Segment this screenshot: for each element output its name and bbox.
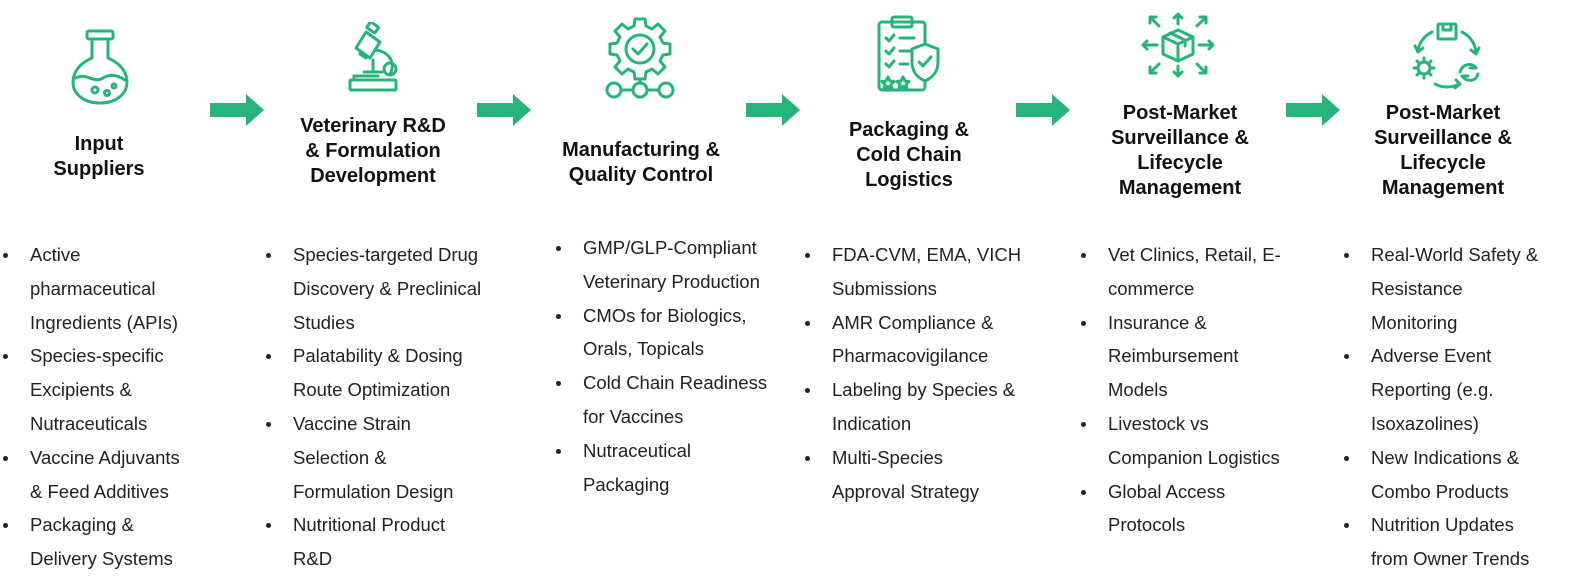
list-item: Packaging &Delivery Systems <box>0 508 240 576</box>
microscope-icon <box>346 22 402 94</box>
gear-check-icon <box>602 16 678 100</box>
list-item: AMR Compliance &Pharmacovigilance <box>802 306 1052 374</box>
list-item: New Indications &Combo Products <box>1341 441 1569 509</box>
flow-arrow-icon <box>1016 94 1070 126</box>
list-item: Labeling by Species &Indication <box>802 373 1052 441</box>
flow-arrow-icon <box>1286 94 1340 126</box>
stage-title: Post-Market Surveillance & Lifecycle Man… <box>1111 102 1249 199</box>
stage-title: Veterinary R&D & Formulation Development <box>300 115 446 187</box>
flow-arrow-icon <box>746 94 800 126</box>
stage-bullet-list: Vet Clinics, Retail, E-commerce Insuranc… <box>1078 238 1328 542</box>
flow-arrow-icon <box>477 94 531 126</box>
list-item: CMOs for Biologics,Orals, Topicals <box>553 299 793 367</box>
stage-title: Input Suppliers <box>53 133 145 180</box>
flow-arrow-icon <box>210 94 264 126</box>
lifecycle-cycle-icon <box>1410 20 1484 92</box>
stage-title: Post-Market Surveillance & Lifecycle Man… <box>1374 102 1512 199</box>
stage-title: Packaging & Cold Chain Logistics <box>848 119 970 191</box>
list-item: Vet Clinics, Retail, E-commerce <box>1078 238 1328 306</box>
list-item: Vaccine Adjuvants& Feed Additives <box>0 441 240 509</box>
box-distribution-icon <box>1139 12 1217 78</box>
clipboard-shield-icon <box>876 14 942 94</box>
stage-title: Manufacturing & Quality Control <box>562 139 720 186</box>
flask-icon <box>70 28 132 106</box>
